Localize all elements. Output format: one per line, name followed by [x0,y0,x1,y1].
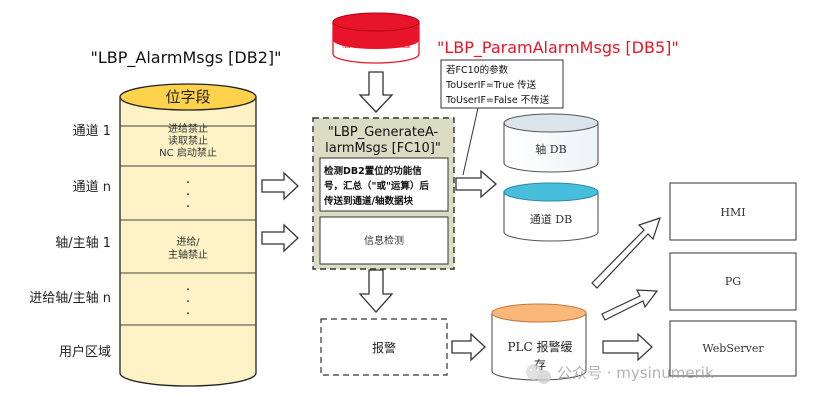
row-label-user-area: 用户区域 [59,344,111,360]
note-line3: ToUserIF=False 不传送 [445,94,550,106]
arrow-db2-to-fc10-1 [261,171,299,201]
fc10-check-label: 信息检测 [364,234,404,247]
watermark: 公众号 · mysinumerik [526,364,714,384]
db2-row3-line2: 主轴禁止 [168,248,208,261]
row-label-axis-n: 进给轴/主轴 n [29,291,111,306]
plc-buffer-cylinder: PLC 报警缓 存 [491,303,587,381]
axis-db-label: 轴 DB [535,142,566,156]
db2-row2-dot1: · [186,175,190,191]
row-label-channel-1: 通道 1 [73,124,111,139]
note-pointer-line [462,107,479,176]
param-cylinder-label: 信息的参数设置 [341,37,411,50]
db2-row4-dot1: · [186,282,190,298]
param-cylinder: 信息的参数设置 [332,12,420,64]
db2-row1-line1: 进给禁止 [168,122,208,135]
axis-db-cylinder: 轴 DB [503,113,599,173]
fc10-desc-line3: 传送到通道/轴数据块 [323,195,413,207]
fc10-title-line2: larmMsgs [FC10]" [325,141,441,156]
fc10-desc-box [319,157,449,212]
db2-title: "LBP_AlarmMsgs [DB2]" [90,48,281,68]
db2-row1-line3: NC 启动禁止 [159,146,217,159]
fc10-check-box [319,216,449,265]
wechat-icon [526,364,551,384]
arrow-fc10-to-alarm [358,269,394,313]
target-pg: PG [669,252,797,311]
db2-row4-dot3: · [186,306,190,322]
db2-row2-dot3: · [186,199,190,215]
arrow-alarm-to-plc [451,332,486,362]
channel-db-cylinder: 通道 DB [503,182,599,242]
target-hmi-label: HMI [720,206,745,219]
db2-row2-dot2: · [186,187,190,203]
target-webserver-label: WebServer [702,342,764,355]
fc10-block: "LBP_GenerateA- larmMsgs [FC10]" 检测DB2置位… [312,117,455,270]
db2-header: 位字段 [165,88,210,106]
plc-buffer-line1: PLC 报警缓 [507,339,572,354]
db2-row4-dot2: · [186,294,190,310]
db5-title: "LBP_ParamAlarmMsgs [DB5]" [437,38,679,58]
alarm-box: 报警 [320,318,448,376]
arrow-db2-to-fc10-2 [261,223,299,253]
fc10-desc-line2: 号，汇总（"或"运算）后 [324,180,429,192]
fc10-desc-line1: 检测DB2置位的功能信 [324,165,422,177]
target-hmi: HMI [669,182,797,241]
arrow-param-to-fc10 [358,71,394,113]
row-label-channel-n: 通道 n [73,180,111,195]
db2-row3-line1: 进给/ [176,235,200,248]
arrow-fc10-to-dbs [455,169,497,199]
arrow-plc-to-pg [601,289,659,321]
db2-row1-line2: 读取禁止 [168,134,208,147]
note-line2: ToUserIF=True 传送 [445,79,537,91]
channel-db-label: 通道 DB [530,212,572,226]
fc10-title-line1: "LBP_GenerateA- [328,125,439,140]
target-webserver: WebServer [669,320,797,377]
note-line1: 若FC10的参数 [446,64,509,76]
row-label-axis-1: 轴/主轴 1 [55,236,111,251]
target-pg-label: PG [725,275,741,288]
arrow-plc-to-webserver [602,332,653,362]
watermark-text: 公众号 · mysinumerik [557,364,714,382]
arrow-plc-to-hmi [591,217,661,289]
to-userif-note: 若FC10的参数 ToUserIF=True 传送 ToUserIF=False… [440,59,564,109]
db2-cylinder: 位字段 [119,83,257,387]
alarm-label: 报警 [372,340,396,355]
